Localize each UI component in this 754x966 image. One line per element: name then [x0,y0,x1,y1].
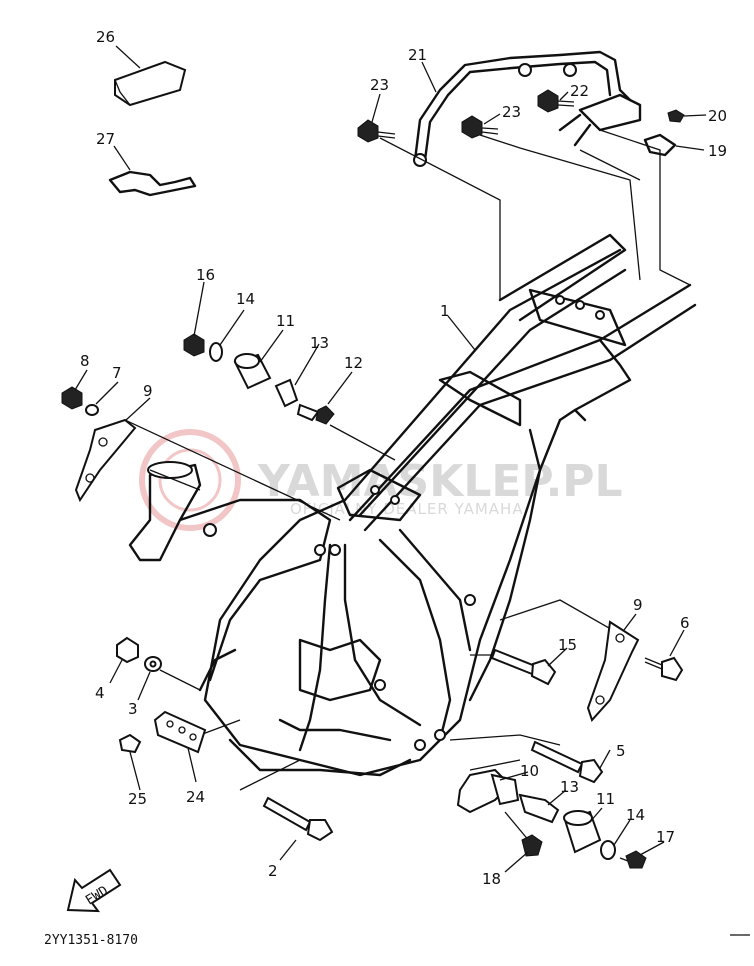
plate-24 [153,710,207,754]
callout-labels: 1 2 3 4 5 6 7 8 9 9 10 11 11 12 13 13 14… [80,28,727,888]
callout-24: 24 [186,788,205,806]
rear-grab-bar [413,50,642,167]
callout-20: 20 [708,107,727,125]
callout-19: 19 [708,142,727,160]
callout-23-left: 23 [370,76,389,94]
spacer-11-lower [563,810,602,854]
callout-14-lower: 14 [626,806,645,824]
part-26-cover [114,60,187,107]
fwd-arrow-icon: FWD [66,868,122,913]
bolt-15 [490,648,557,686]
callout-4: 4 [95,684,105,702]
main-frame [128,233,697,777]
bolt-20 [667,109,685,123]
callout-27: 27 [96,130,115,148]
bolt-23-right [461,115,499,139]
callout-11-lower: 11 [596,790,615,808]
callout-6: 6 [680,614,690,632]
callout-1: 1 [440,302,450,320]
callout-12: 12 [344,354,363,372]
bolt-25 [118,733,142,754]
callout-2: 2 [268,862,278,880]
callout-16: 16 [196,266,215,284]
callout-13-upper: 13 [310,334,329,352]
callout-17: 17 [656,828,675,846]
part-27-clamp [108,170,197,197]
bolt-23-left [357,119,396,143]
bracket-10 [456,768,520,814]
washer-14-upper [209,342,223,362]
diagram-code: 2YY1351-8170 [44,933,138,948]
bolt-2 [262,796,334,842]
callout-7: 7 [112,364,122,382]
callout-26: 26 [96,28,115,46]
callout-leaders [74,45,707,873]
bolt-17 [619,850,647,869]
callout-3: 3 [128,700,138,718]
callout-21: 21 [408,46,427,64]
callout-13-lower: 13 [560,778,579,796]
bracket-9-right [586,620,640,722]
callout-22: 22 [570,82,589,100]
callout-15: 15 [558,636,577,654]
callout-10: 10 [520,762,539,780]
bolt-12 [296,403,335,425]
spacer-11-upper [233,353,272,390]
collar-13-lower [518,793,560,824]
bolt-18 [504,811,543,857]
watermark-brand: YAMASKLEP.PL [257,456,623,507]
collar-13-upper [274,378,299,408]
bolt-22 [537,89,575,113]
callout-11-upper: 11 [276,312,295,330]
callout-9-left: 9 [143,382,153,400]
callout-5: 5 [616,742,626,760]
nut-8 [61,386,83,410]
callout-8: 8 [80,352,90,370]
callout-18: 18 [482,870,501,888]
callout-23-right: 23 [502,103,521,121]
callout-9-right: 9 [633,596,643,614]
nut-4 [116,636,139,664]
washer-3 [144,656,162,672]
bolt-5 [530,740,604,784]
bracket-9-left [74,418,137,503]
bolt-6 [644,656,684,682]
assembly-lines [124,129,691,791]
washer-14-lower [600,840,616,860]
washer-7 [85,404,99,416]
watermark: YAMASKLEP.PL OFICJALNY DEALER YAMAHA [139,429,623,531]
callout-14-upper: 14 [236,290,255,308]
callout-25: 25 [128,790,147,808]
nut-16 [183,333,205,357]
clip-19 [643,133,677,157]
